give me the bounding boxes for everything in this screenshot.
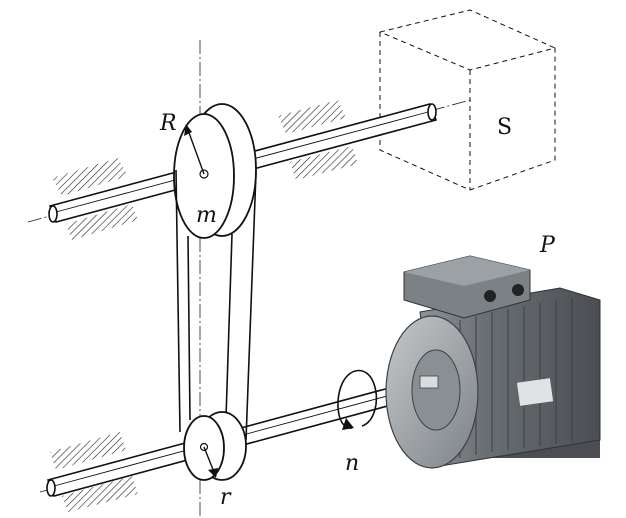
- radius-arrow-r: [203, 446, 218, 478]
- bearing-lower-left: [50, 432, 138, 512]
- label-n: n: [345, 451, 359, 476]
- radius-arrow-R: [184, 124, 205, 175]
- machine-s-box: S: [379, 9, 556, 191]
- label-s: S: [497, 115, 512, 140]
- label-m: m: [196, 203, 217, 228]
- label-P: P: [539, 233, 556, 258]
- label-r: r: [220, 485, 232, 510]
- electric-motor-image: [385, 255, 601, 469]
- bearing-upper-right: [278, 100, 358, 180]
- large-pulley: [173, 103, 257, 239]
- label-R: R: [159, 111, 177, 136]
- bearing-upper-left: [52, 158, 138, 240]
- belt: [175, 169, 257, 441]
- rotation-arrow-n: [337, 369, 378, 430]
